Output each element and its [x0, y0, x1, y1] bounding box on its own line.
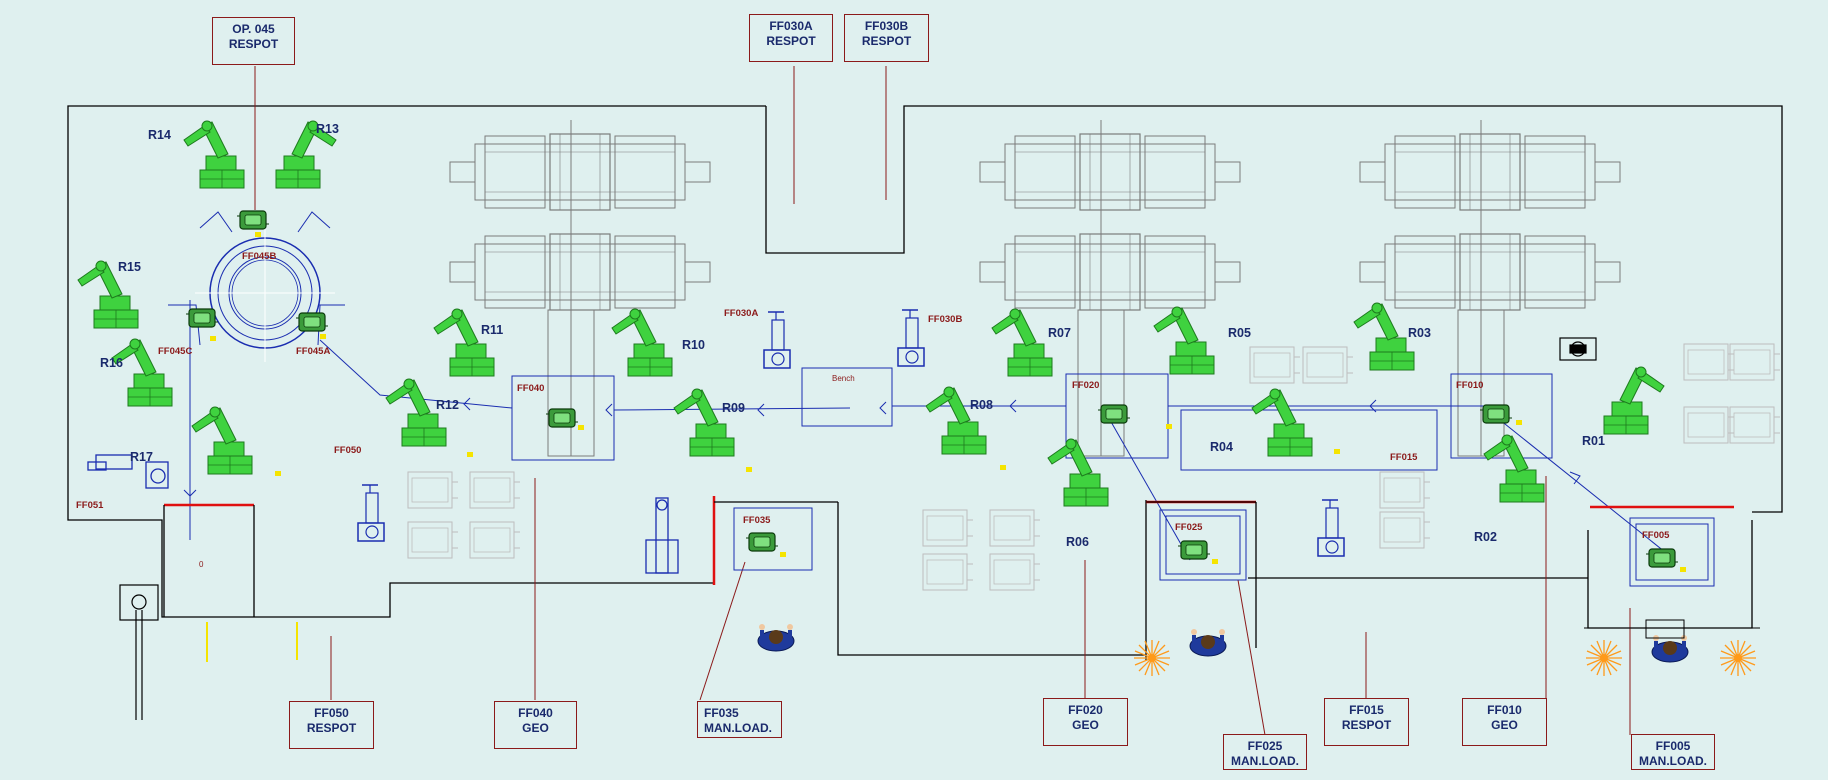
- robot-label-r10: R10: [682, 338, 705, 352]
- callout-line2: RESPOT: [306, 721, 357, 735]
- control-cabinet: [1559, 337, 1597, 361]
- robot-label-r14: R14: [148, 128, 171, 142]
- robot-label-r07: R07: [1048, 326, 1071, 340]
- robot-label-r01: R01: [1582, 434, 1605, 448]
- callout-line1: FF020: [1068, 703, 1103, 717]
- callout-line2: MAN.LOAD.: [704, 721, 772, 735]
- fixture-label-ff030a: FF030A: [724, 308, 759, 319]
- callout-line2: MAN.LOAD.: [1231, 754, 1299, 768]
- robot-label-r15: R15: [118, 260, 141, 274]
- welding-stations: [449, 120, 1621, 457]
- robot-label-r08: R08: [970, 398, 993, 412]
- fixture-label-ff050: FF050: [334, 445, 362, 456]
- fixture-label-ff020: FF020: [1072, 380, 1100, 391]
- yellow-markers: [206, 232, 1686, 662]
- lift-table: [119, 584, 159, 720]
- fixture-label-ff030b: FF030B: [928, 314, 963, 325]
- operators: [756, 622, 1690, 664]
- robot-label-r16: R16: [100, 356, 123, 370]
- callout-ff010: FF010 GEO: [1462, 698, 1547, 746]
- robot-label-r17: R17: [130, 450, 153, 464]
- callout-ff035: FF035 MAN.LOAD.: [697, 701, 782, 738]
- safety-fence: [67, 105, 1783, 660]
- callout-line1: FF035: [704, 706, 739, 720]
- fixture-label-ff045c: FF045C: [158, 346, 193, 357]
- callout-ff050: FF050 RESPOT: [289, 701, 374, 749]
- callout-line1: OP. 045: [232, 22, 275, 36]
- callout-line2: RESPOT: [228, 37, 279, 51]
- fixture-label-ff005: FF005: [1642, 530, 1670, 541]
- callout-line1: FF025: [1247, 739, 1283, 753]
- robot-label-r09: R09: [722, 401, 745, 415]
- robot-label-r05: R05: [1228, 326, 1251, 340]
- fixture-label-ff015: FF015: [1390, 452, 1418, 463]
- robot-label-r06: R06: [1066, 535, 1089, 549]
- robot-label-r04: R04: [1210, 440, 1233, 454]
- bench: [801, 367, 893, 427]
- fixture-label-ff035: FF035: [743, 515, 771, 526]
- callout-ff040: FF040 GEO: [494, 701, 577, 749]
- callout-line1: FF010: [1487, 703, 1522, 717]
- light-curtains: [164, 496, 1734, 585]
- callout-ff030a: FF030A RESPOT: [749, 14, 833, 62]
- callout-leaders: [254, 66, 1631, 736]
- callout-line1: FF005: [1655, 739, 1691, 753]
- fixture-label-ff025: FF025: [1175, 522, 1203, 533]
- callout-ff025: FF025 MAN.LOAD.: [1223, 734, 1307, 770]
- robot-label-r02: R02: [1474, 530, 1497, 544]
- callout-line1: FF030B: [864, 19, 909, 33]
- fixture-label-ff040: FF040: [517, 383, 545, 394]
- callout-line2: MAN.LOAD.: [1639, 754, 1707, 768]
- load-station-walls: [163, 501, 1257, 648]
- bench-label: Bench: [832, 374, 855, 383]
- callout-ff005: FF005 MAN.LOAD.: [1631, 734, 1715, 770]
- callout-line2: RESPOT: [1341, 718, 1392, 732]
- callout-ff020: FF020 GEO: [1043, 698, 1128, 746]
- callout-line2: RESPOT: [766, 34, 816, 48]
- callout-line2: GEO: [1491, 718, 1518, 732]
- fixture-label-ff051: FF051: [76, 500, 104, 511]
- callout-line2: RESPOT: [861, 34, 912, 48]
- turntable-ff045: [168, 211, 345, 362]
- callout-line1: FF015: [1349, 703, 1384, 717]
- robot-label-r11: R11: [481, 323, 504, 337]
- robot-label-r13: R13: [316, 122, 339, 136]
- fixture-label-ff010: FF010: [1456, 380, 1484, 391]
- zero-label: 0: [199, 560, 204, 569]
- operator-station-frame: [1584, 619, 1760, 639]
- callout-line1: FF050: [314, 706, 349, 720]
- callout-ff015: FF015 RESPOT: [1324, 698, 1409, 746]
- callout-line1: FF030A: [769, 19, 813, 33]
- robot-label-r03: R03: [1408, 326, 1431, 340]
- callout-line2: GEO: [1072, 718, 1099, 732]
- callout-ff030b: FF030B RESPOT: [844, 14, 929, 62]
- callout-op045: OP. 045 RESPOT: [212, 17, 295, 65]
- fixture-label-ff045b: FF045B: [242, 251, 277, 262]
- callout-line1: FF040: [518, 706, 553, 720]
- fixture-label-ff045a: FF045A: [296, 346, 331, 357]
- weld-guns: [87, 309, 1345, 574]
- callout-line2: GEO: [522, 721, 549, 735]
- robot-label-r12: R12: [436, 398, 459, 412]
- flow-lines: [183, 300, 1676, 561]
